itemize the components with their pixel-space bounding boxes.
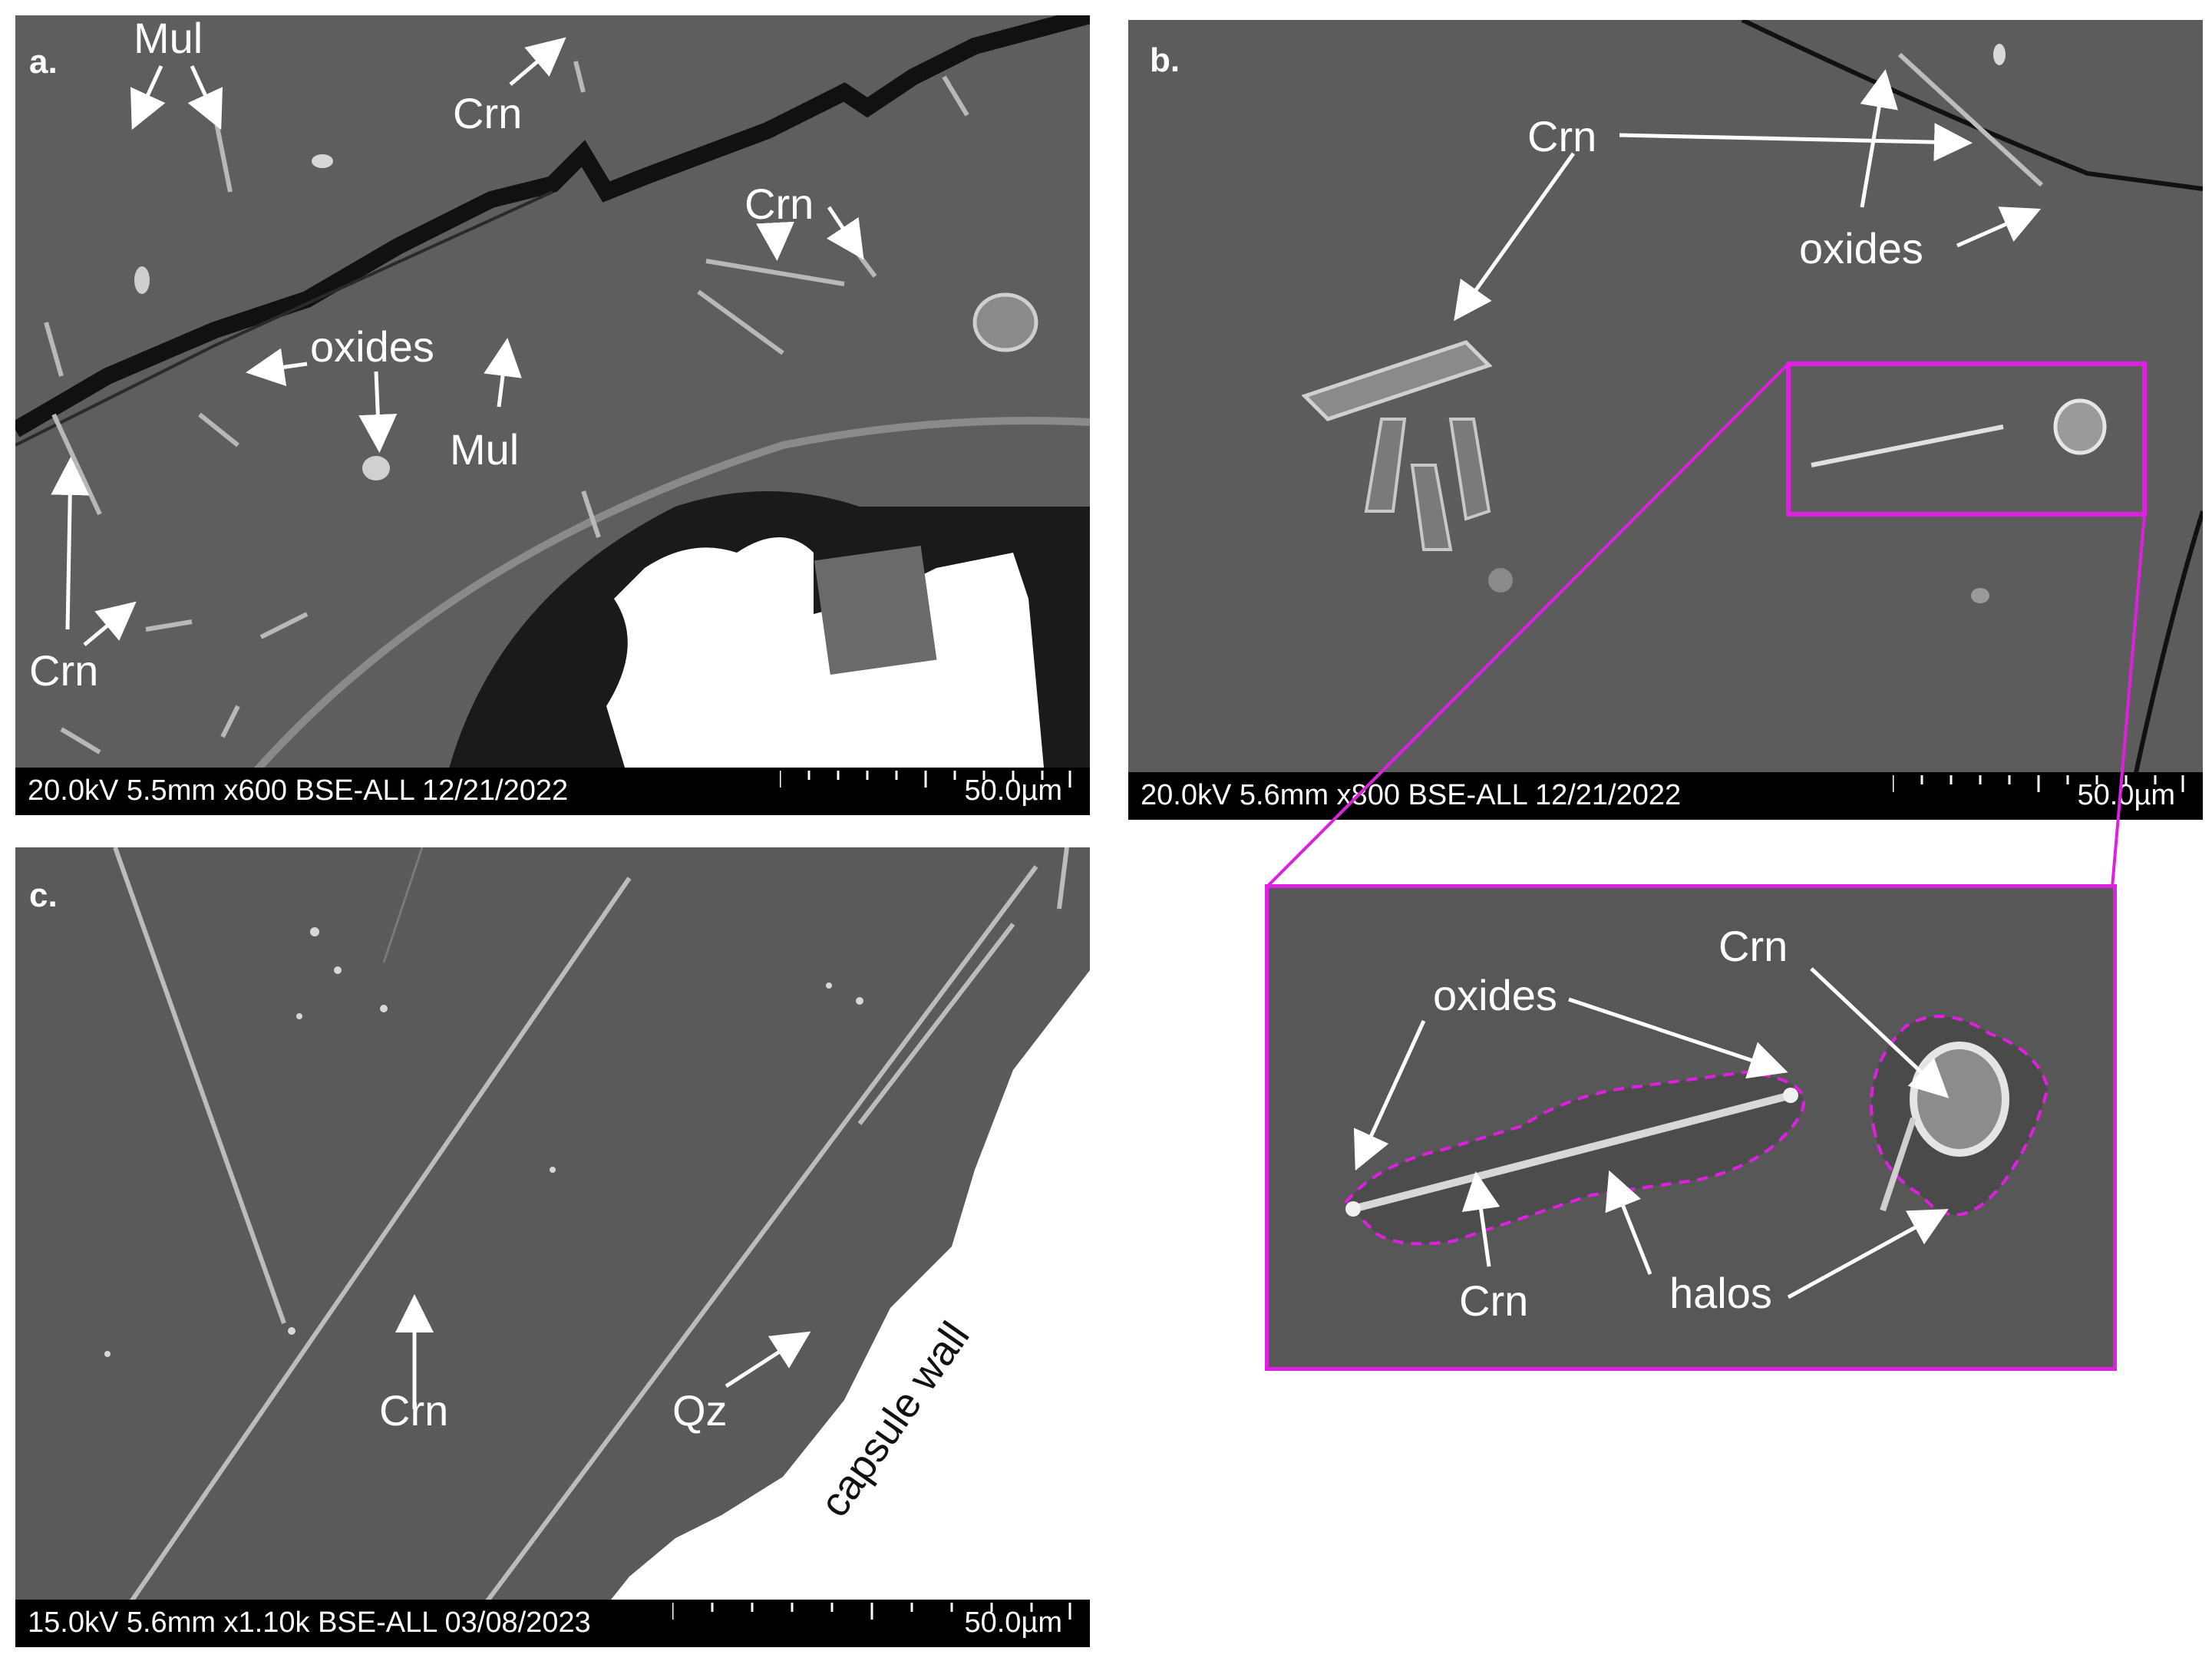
panel-a-scale-ticks <box>780 771 1071 788</box>
label-crn-c: Crn <box>379 1386 449 1435</box>
panel-a-sem-image <box>15 15 1090 815</box>
panel-b-scale-text: 50.0µm <box>2077 779 2175 811</box>
panel-c-scale-ticks <box>672 1603 1071 1620</box>
label-crn-bottom: Crn <box>29 646 99 695</box>
panel-c-scale-text: 50.0µm <box>964 1607 1062 1639</box>
panel-b: b. Crn oxides 20.0kV 5.6mm x800 BSE-ALL … <box>1128 20 2203 820</box>
panel-a-scale-text: 50.0µm <box>964 774 1062 807</box>
label-crn-top: Crn <box>453 89 523 137</box>
panel-c: c. Crn Qz capsule wall 15.0kV 5.6mm x1.1… <box>15 847 1090 1647</box>
label-mul-mid: Mul <box>450 425 520 474</box>
label-oxides-a: oxides <box>310 322 434 371</box>
zoom-inset: oxides Crn Crn halos <box>1265 884 2117 1371</box>
label-qz: Qz <box>672 1386 728 1435</box>
panel-b-sem-image <box>1128 20 2203 820</box>
panel-a-info-bar: 20.0kV 5.5mm x600 BSE-ALL 12/21/2022 50.… <box>15 768 1090 815</box>
panel-b-info-text: 20.0kV 5.6mm x800 BSE-ALL 12/21/2022 <box>1141 779 1682 811</box>
inset-sem-image <box>1269 888 2113 1367</box>
label-oxides-b: oxides <box>1799 224 1923 272</box>
label-crn-inset-bottom: Crn <box>1459 1276 1529 1325</box>
panel-b-info-bar: 20.0kV 5.6mm x800 BSE-ALL 12/21/2022 50.… <box>1128 772 2203 820</box>
panel-b-letter: b. <box>1150 41 1180 79</box>
label-mul-top: Mul <box>134 15 203 62</box>
panel-a-info-text: 20.0kV 5.5mm x600 BSE-ALL 12/21/2022 <box>28 774 569 807</box>
panel-c-info-text: 15.0kV 5.6mm x1.10k BSE-ALL 03/08/2023 <box>28 1607 591 1639</box>
panel-c-letter: c. <box>29 877 58 914</box>
label-oxides-inset: oxides <box>1433 971 1557 1019</box>
label-crn-b: Crn <box>1527 112 1597 160</box>
label-crn-inset-right: Crn <box>1718 922 1788 970</box>
label-crn-right: Crn <box>744 180 814 228</box>
panel-c-info-bar: 15.0kV 5.6mm x1.10k BSE-ALL 03/08/2023 5… <box>15 1600 1090 1647</box>
panel-a-letter: a. <box>29 43 58 81</box>
panel-c-sem-image <box>15 847 1090 1647</box>
label-halos: halos <box>1669 1269 1772 1317</box>
panel-a: a. Mul Crn Crn oxides Mul Crn 20.0kV 5.5… <box>15 15 1090 815</box>
